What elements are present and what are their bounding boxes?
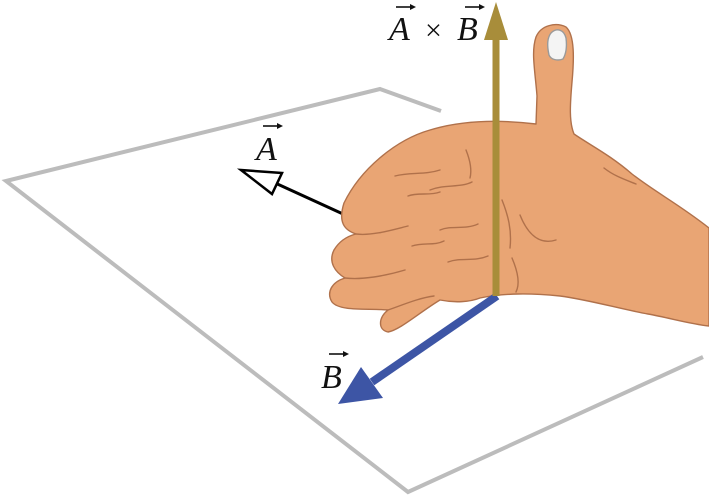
vector-a-arrow [236, 168, 344, 216]
finger-crease-1 [355, 225, 409, 236]
knuckle-line-6 [411, 240, 445, 247]
finger-tip-line [465, 149, 472, 179]
cross-product-left-overarrow [396, 4, 416, 10]
vector-a-label: A [254, 123, 283, 168]
palm-crease [519, 214, 557, 242]
plane-outline-left [1, 86, 704, 495]
vector-b-label: B [321, 351, 349, 396]
hand-palm [328, 24, 709, 333]
vector-a-overarrow [263, 123, 283, 129]
knuckle-line-4 [447, 255, 489, 263]
knuckle-line-2 [429, 181, 473, 191]
vector-b-overarrow [329, 351, 349, 357]
finger-fold-2 [511, 257, 519, 293]
plane [1, 86, 704, 495]
cross-product-arrow [484, 2, 508, 296]
vector-a-letter: A [254, 131, 277, 168]
vector-b-shaft [369, 292, 500, 386]
cross-product-label: A × B [387, 4, 485, 48]
thumbnail [546, 29, 568, 61]
knuckle-line-1 [394, 169, 441, 177]
cross-product-left-letter: A [387, 11, 410, 48]
finger-crease-3 [387, 295, 435, 311]
vector-b-letter: B [321, 359, 342, 396]
cross-product-right-overarrow [465, 4, 485, 10]
cross-product-right-letter: B [457, 11, 478, 48]
finger-crease-2 [344, 269, 406, 280]
vector-b-head [338, 367, 383, 404]
vector-b-arrow [338, 292, 500, 404]
cross-product-head [484, 2, 508, 40]
knuckle-line-5 [407, 191, 441, 197]
thumb-crease [603, 167, 637, 185]
vector-a-shaft [272, 180, 344, 216]
cross-product-operator: × [425, 14, 442, 47]
vector-a-head [236, 168, 284, 196]
finger-fold-1 [501, 199, 512, 249]
right-hand [328, 24, 709, 333]
knuckle-line-3 [439, 223, 479, 231]
